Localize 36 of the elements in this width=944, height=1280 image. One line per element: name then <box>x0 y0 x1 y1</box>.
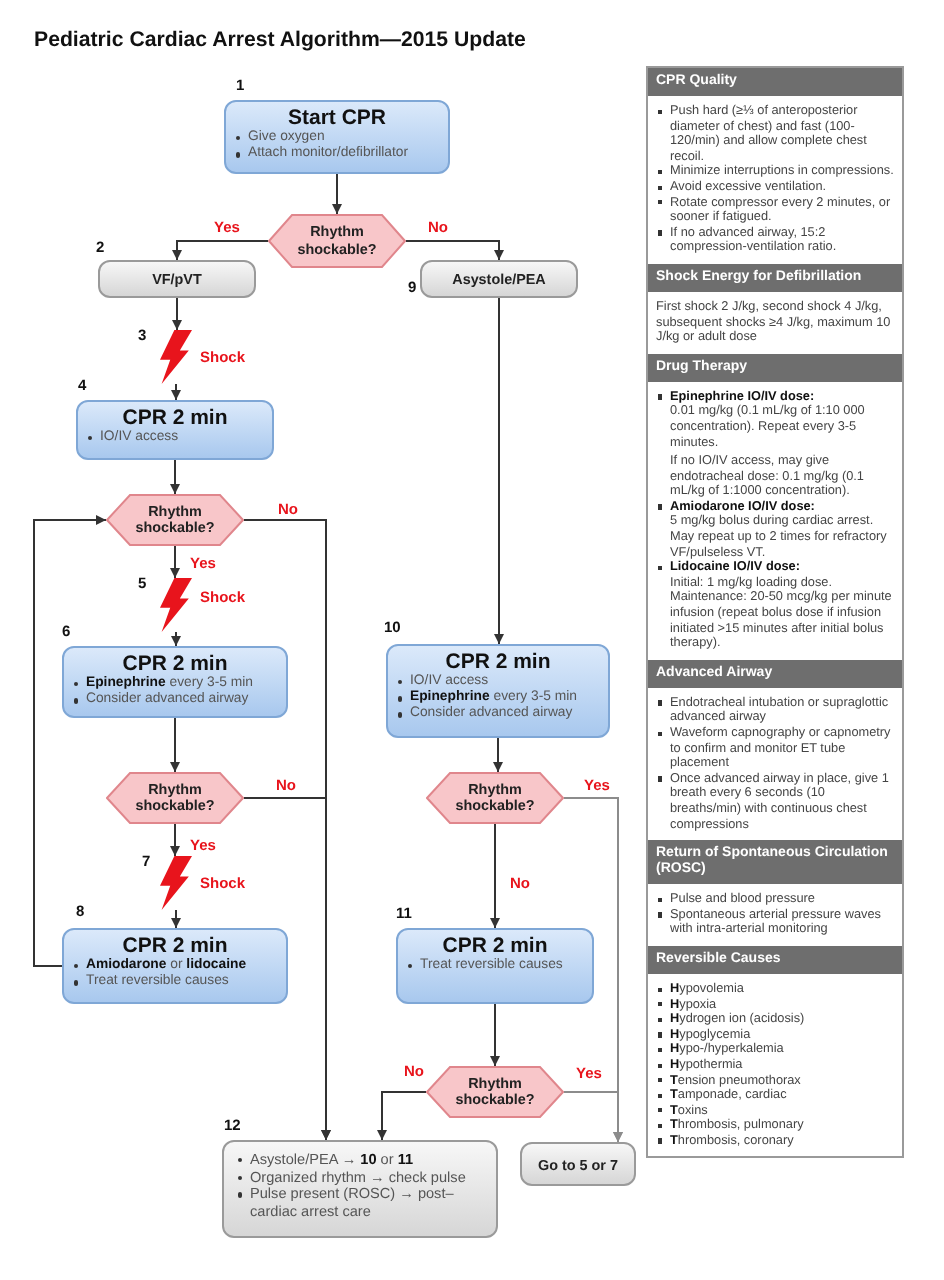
state-box <box>420 260 578 298</box>
box-heading: CPR 2 min <box>443 650 553 674</box>
connector-arrow <box>490 823 500 929</box>
connector-arrow <box>170 717 180 773</box>
process-box <box>76 400 274 460</box>
connector-arrow <box>170 459 180 495</box>
state-box <box>98 260 256 298</box>
connector-arrow <box>172 297 182 331</box>
connector-arrow <box>33 515 107 967</box>
connector-arrow <box>332 173 342 215</box>
connector-arrow <box>377 1091 427 1141</box>
connector-arrow <box>493 737 503 773</box>
connector-arrow <box>172 240 269 261</box>
box-heading: CPR 2 min <box>120 652 230 676</box>
connector-arrow <box>171 631 181 647</box>
process-box <box>62 928 288 1004</box>
connector-arrow <box>170 823 180 857</box>
box-heading: CPR 2 min <box>440 934 550 958</box>
connector-arrow <box>171 383 181 401</box>
box-heading: Start CPR <box>285 106 388 130</box>
state-box <box>520 1142 636 1186</box>
connector-arrow <box>243 797 331 1141</box>
process-box <box>224 100 450 174</box>
box-heading: CPR 2 min <box>120 934 230 958</box>
connector-arrow <box>170 545 180 579</box>
outcome-box <box>222 1140 498 1238</box>
box-heading: CPR 2 min <box>120 406 230 430</box>
connector-arrow <box>405 240 504 261</box>
connector-arrow <box>171 909 181 929</box>
process-box <box>62 646 288 718</box>
connector-arrow <box>494 297 504 645</box>
connector-arrow <box>563 1091 623 1143</box>
diagram-title: Pediatric Cardiac Arrest Algorithm—2015 Update <box>34 28 526 52</box>
connector-arrow <box>490 1003 500 1067</box>
process-box <box>386 644 610 738</box>
process-box <box>396 928 594 1004</box>
